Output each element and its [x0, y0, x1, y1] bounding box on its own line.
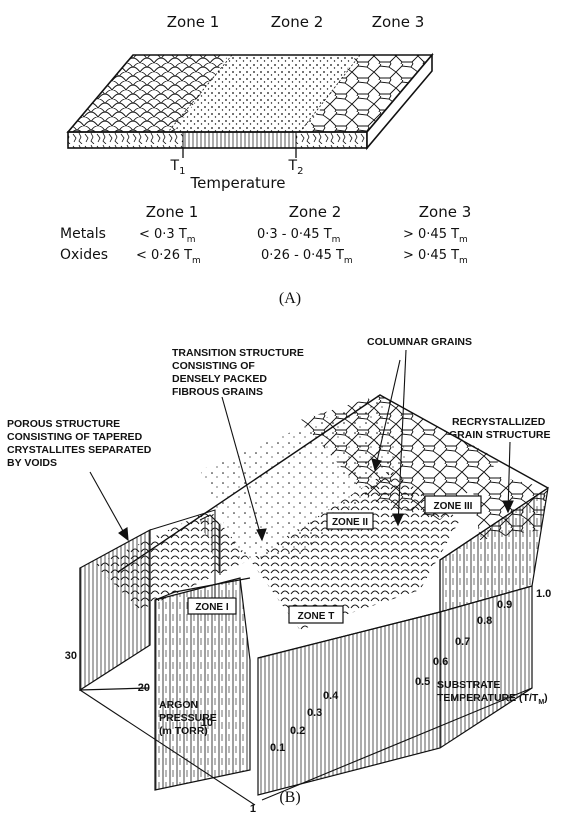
- t2-label: T2: [288, 158, 304, 177]
- svg-text:ZONE I: ZONE I: [195, 602, 229, 613]
- pressure-label-3: (m TORR): [159, 725, 208, 737]
- temperature-axis: 0.1 0.2 0.3 0.4 0.5 0.6 0.7 0.8 0.9 1.0 …: [261, 588, 551, 801]
- svg-text:ZONE II: ZONE II: [332, 517, 368, 528]
- annotation-transition: TRANSITION STRUCTURE CONSISTING OF DENSE…: [172, 347, 304, 398]
- annotation-columnar: COLUMNAR GRAINS: [367, 336, 472, 348]
- zone2-surface: [168, 55, 360, 132]
- slab-front-face: [67, 131, 368, 149]
- temp-tick-0.7: 0.7: [455, 636, 470, 648]
- pressure-tick-20: 20: [138, 682, 150, 694]
- annotation-porous: POROUS STRUCTURE CONSISTING OF TAPERED C…: [7, 418, 152, 469]
- svg-text:BY VOIDS: BY VOIDS: [7, 457, 57, 469]
- svg-text:TRANSITION STRUCTURE: TRANSITION STRUCTURE: [172, 347, 304, 359]
- zone-label-zone1: ZONE I: [187, 597, 237, 615]
- caption-a: (A): [279, 290, 301, 307]
- table-header-zone1: Zone 1: [146, 203, 199, 221]
- front-block-middle: [154, 577, 251, 791]
- metals-zone2: 0·3 - 0·45 Tm: [257, 227, 340, 245]
- temp-tick-0.5: 0.5: [415, 676, 430, 688]
- svg-text:CONSISTING OF: CONSISTING OF: [172, 360, 255, 372]
- zone3-texture: [300, 395, 500, 520]
- pressure-tick-1: 1: [250, 803, 256, 815]
- svg-text:RECRYSTALLIZED: RECRYSTALLIZED: [452, 416, 546, 428]
- temp-tick-1.0: 1.0: [536, 588, 551, 600]
- svg-text:ZONE III: ZONE III: [434, 501, 473, 512]
- svg-text:CONSISTING OF TAPERED: CONSISTING OF TAPERED: [7, 431, 143, 443]
- oxides-zone3: > 0·45 Tm: [403, 248, 468, 266]
- figure-a: Zone 1 Zone 2 Zone 3 T1 T2 Tem: [60, 13, 471, 307]
- zone-label-zoneT: ZONE T: [288, 605, 344, 624]
- svg-text:CRYSTALLITES SEPARATED: CRYSTALLITES SEPARATED: [7, 444, 152, 456]
- zone-label-zone3: ZONE III: [424, 495, 482, 514]
- temp-tick-0.4: 0.4: [323, 690, 339, 702]
- zone3-title: Zone 3: [372, 13, 425, 31]
- pressure-label-2: PRESSURE: [159, 712, 217, 724]
- temp-label-2: TEMPERATURE (T/TM): [437, 692, 548, 706]
- svg-text:POROUS STRUCTURE: POROUS STRUCTURE: [7, 418, 120, 430]
- row-label-metals: Metals: [60, 226, 106, 242]
- pressure-tick-10: 10: [201, 717, 213, 729]
- temp-tick-0.8: 0.8: [477, 615, 492, 627]
- temperature-label: Temperature: [189, 174, 285, 192]
- pressure-tick-30: 30: [65, 650, 77, 662]
- svg-text:ZONE T: ZONE T: [298, 611, 335, 622]
- row-label-oxides: Oxides: [60, 247, 108, 263]
- temp-tick-0.9: 0.9: [497, 599, 512, 611]
- table-header-zone2: Zone 2: [289, 203, 342, 221]
- temp-tick-0.3: 0.3: [307, 707, 322, 719]
- temp-tick-0.2: 0.2: [290, 725, 305, 737]
- figure-b: TRANSITION STRUCTURE CONSISTING OF DENSE…: [7, 336, 551, 815]
- pressure-label-1: ARGON: [159, 699, 198, 711]
- temp-label-1: SUBSTRATE: [437, 679, 500, 691]
- temp-tick-0.1: 0.1: [270, 742, 285, 754]
- metals-zone3: > 0·45 Tm: [403, 227, 468, 245]
- zone2-title: Zone 2: [271, 13, 324, 31]
- pressure-axis: 30 20 10 1 ARGON PRESSURE (m TORR): [65, 650, 256, 815]
- oxides-zone2: 0·26 - 0·45 Tm: [261, 248, 353, 266]
- zone-label-zone2: ZONE II: [326, 512, 374, 530]
- svg-text:FIBROUS GRAINS: FIBROUS GRAINS: [172, 386, 263, 398]
- zone1-title: Zone 1: [167, 13, 220, 31]
- temp-tick-0.6: 0.6: [433, 656, 448, 668]
- svg-text:DENSELY PACKED: DENSELY PACKED: [172, 373, 267, 385]
- leader-arrows: [89, 349, 514, 542]
- t1-label: T1: [170, 158, 186, 177]
- annotation-recrystallized: RECRYSTALLIZED GRAIN STRUCTURE: [449, 416, 551, 441]
- table-header-zone3: Zone 3: [419, 203, 472, 221]
- caption-b: (B): [279, 789, 300, 806]
- oxides-zone1: < 0·26 Tm: [136, 248, 201, 266]
- metals-zone1: < 0·3 Tm: [139, 227, 196, 245]
- svg-text:GRAIN STRUCTURE: GRAIN STRUCTURE: [449, 429, 551, 441]
- slab-side-face: [366, 52, 433, 151]
